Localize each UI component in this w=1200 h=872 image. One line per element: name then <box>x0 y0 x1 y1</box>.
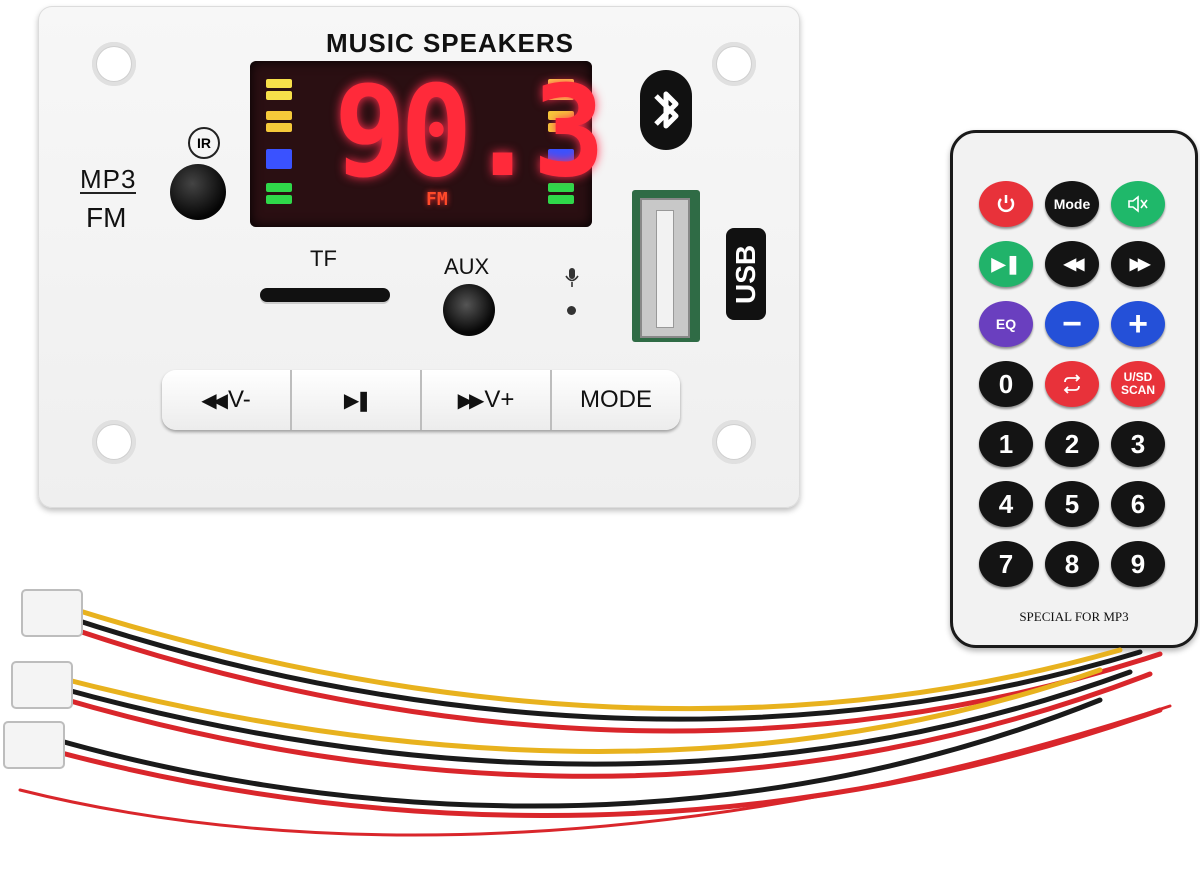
wire-black <box>47 697 1103 809</box>
previous-icon: ◀◀ <box>1063 256 1085 273</box>
wire-yellow <box>67 605 1123 712</box>
play-pause-button[interactable]: ▶❚ <box>292 370 422 430</box>
jst-connector <box>11 661 73 709</box>
mode-button[interactable]: MODE <box>552 370 680 430</box>
next-volume-up-button[interactable]: ▶▶ V+ <box>422 370 552 430</box>
remote-footer-label: SPECIAL FOR MP3 <box>1019 609 1129 624</box>
ir-label: IR <box>188 127 220 159</box>
wire-harness <box>3 589 1172 837</box>
level-bar <box>548 123 574 132</box>
play-pause-icon: ▶❚ <box>991 253 1021 274</box>
level-bar <box>548 111 574 120</box>
level-bar <box>548 91 574 100</box>
level-bar <box>548 195 574 204</box>
ir-remote: Mode ▶❚ ◀◀ ▶▶ EQ − + 0 U/SD SCAN 1 2 3 4… <box>950 130 1198 648</box>
scan-label: SCAN <box>1120 383 1155 397</box>
digit-3-button[interactable]: 3 <box>1111 421 1165 467</box>
minus-icon: − <box>1062 305 1082 343</box>
repeat-button[interactable] <box>1045 361 1099 407</box>
frequency-readout: 90.3 <box>334 59 605 206</box>
jst-connector <box>3 721 65 769</box>
repeat-icon <box>1063 374 1081 394</box>
plus-icon: + <box>1128 305 1148 343</box>
digit-4-button[interactable]: 4 <box>979 481 1033 527</box>
digit-5-button[interactable]: 5 <box>1045 481 1099 527</box>
level-bar <box>266 123 292 132</box>
usb-tongue <box>656 210 674 328</box>
next-icon: ▶▶ <box>1129 256 1151 273</box>
previous-icon: ◀◀ <box>201 389 228 412</box>
remote-mode-button[interactable]: Mode <box>1045 181 1099 227</box>
mp3-module-panel: MUSIC SPEAKERS 90.3 FM IR MP3 FM TF AUX <box>38 6 800 508</box>
mute-icon <box>1128 195 1148 213</box>
mute-button[interactable] <box>1111 181 1165 227</box>
digit-2-button[interactable]: 2 <box>1045 421 1099 467</box>
wire-yellow <box>57 667 1103 754</box>
level-bar <box>548 149 574 169</box>
wire-red-thin <box>18 704 1172 837</box>
next-button-label: V+ <box>484 386 515 413</box>
power-icon <box>997 195 1015 213</box>
volume-up-button[interactable]: + <box>1111 301 1165 347</box>
digit-0-button[interactable]: 0 <box>979 361 1033 407</box>
level-bar <box>266 79 292 88</box>
wire-red <box>57 671 1153 779</box>
prev-button-label: V- <box>228 386 251 413</box>
wire-red <box>47 707 1163 818</box>
next-icon: ▶▶ <box>457 389 485 412</box>
led-display: 90.3 FM <box>250 60 605 227</box>
microphone-hole <box>567 306 576 315</box>
wire-black <box>67 615 1143 722</box>
level-bar <box>266 149 292 169</box>
level-bar <box>548 183 574 192</box>
connector-plugs <box>3 589 83 769</box>
aux-jack[interactable] <box>443 284 495 336</box>
ir-sensor <box>170 164 226 220</box>
eq-button[interactable]: EQ <box>979 301 1033 347</box>
wire-red <box>67 625 1163 734</box>
usd-label: U/SD <box>1123 370 1153 384</box>
level-bar <box>266 195 292 204</box>
tf-card-slot[interactable] <box>260 288 390 302</box>
usd-scan-button[interactable]: U/SD SCAN <box>1111 361 1165 407</box>
bluetooth-badge <box>640 70 692 150</box>
level-bar <box>266 111 292 120</box>
wire-black <box>57 669 1133 767</box>
previous-remote-button[interactable]: ◀◀ <box>1045 241 1099 287</box>
digit-6-button[interactable]: 6 <box>1111 481 1165 527</box>
bluetooth-icon <box>654 91 679 129</box>
fm-label: FM <box>86 202 127 233</box>
level-bar <box>266 183 292 192</box>
mp3-label: MP3 <box>80 164 137 194</box>
power-button[interactable] <box>979 181 1033 227</box>
digit-1-button[interactable]: 1 <box>979 421 1033 467</box>
usb-port[interactable] <box>632 190 700 342</box>
microphone-icon <box>565 268 579 287</box>
mounting-hole <box>712 420 756 464</box>
control-buttons: ◀◀ V- ▶❚ ▶▶ V+ MODE <box>162 370 680 430</box>
level-bar <box>548 79 574 88</box>
mounting-hole <box>92 42 136 86</box>
digit-9-button[interactable]: 9 <box>1111 541 1165 587</box>
usb-socket <box>640 198 690 338</box>
digit-8-button[interactable]: 8 <box>1045 541 1099 587</box>
next-remote-button[interactable]: ▶▶ <box>1111 241 1165 287</box>
play-pause-remote-button[interactable]: ▶❚ <box>979 241 1033 287</box>
mounting-hole <box>712 42 756 86</box>
module-title: MUSIC SPEAKERS <box>325 28 575 58</box>
aux-label: AUX <box>444 254 490 279</box>
level-bar <box>266 91 292 100</box>
mounting-hole <box>92 420 136 464</box>
prev-volume-down-button[interactable]: ◀◀ V- <box>162 370 292 430</box>
jst-connector <box>21 589 83 637</box>
usb-label: USB <box>726 228 766 320</box>
band-indicator: FM <box>426 189 448 210</box>
volume-down-button[interactable]: − <box>1045 301 1099 347</box>
tf-label: TF <box>310 246 337 271</box>
play-pause-icon: ▶❚ <box>343 389 372 412</box>
digit-7-button[interactable]: 7 <box>979 541 1033 587</box>
